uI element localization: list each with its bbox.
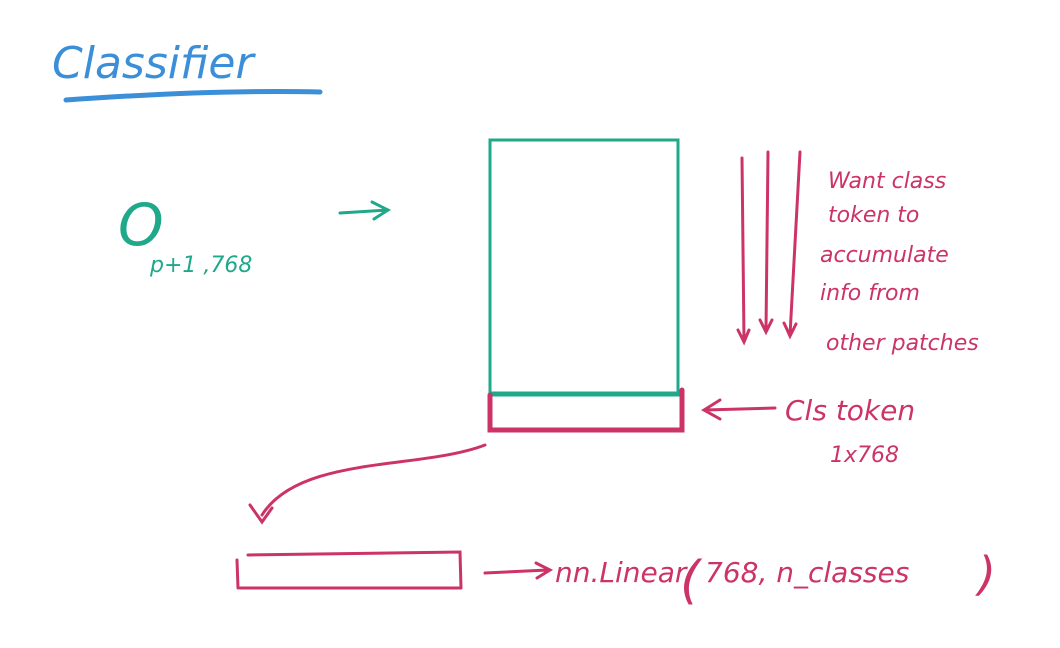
patch-embedding-matrix bbox=[488, 138, 680, 397]
note-line-3: accumulate bbox=[820, 243, 949, 268]
attention-arrow-1 bbox=[736, 156, 751, 346]
linear-layer-args: 768, n_classes bbox=[705, 556, 909, 589]
linear-open-paren: ( bbox=[680, 551, 703, 611]
cls-token-shape: 1x768 bbox=[830, 443, 899, 468]
attention-arrow-3 bbox=[782, 150, 802, 340]
note-line-1: Want class bbox=[828, 169, 946, 194]
input-symbol: O bbox=[118, 191, 164, 259]
attention-arrow-2 bbox=[758, 150, 774, 336]
extract-arrow bbox=[248, 443, 487, 525]
attention-note: Want class token to accumulate info from… bbox=[820, 169, 979, 356]
note-line-5: other patches bbox=[826, 331, 979, 356]
cls-token-label: Cls token bbox=[785, 394, 915, 427]
note-line-4: info from bbox=[820, 281, 920, 306]
input-arrow bbox=[338, 200, 392, 221]
cls-token-row bbox=[487, 387, 685, 433]
extracted-cls-vector bbox=[235, 550, 463, 590]
linear-arrow bbox=[483, 561, 554, 580]
diagram-title: Classifier bbox=[52, 38, 256, 89]
linear-layer-label: nn.Linear bbox=[555, 556, 688, 589]
linear-close-paren: ) bbox=[975, 547, 996, 601]
title-underline bbox=[63, 88, 323, 103]
cls-pointer-arrow bbox=[701, 398, 777, 421]
note-line-2: token to bbox=[828, 203, 919, 228]
input-subscript: p+1 ,768 bbox=[149, 253, 252, 278]
